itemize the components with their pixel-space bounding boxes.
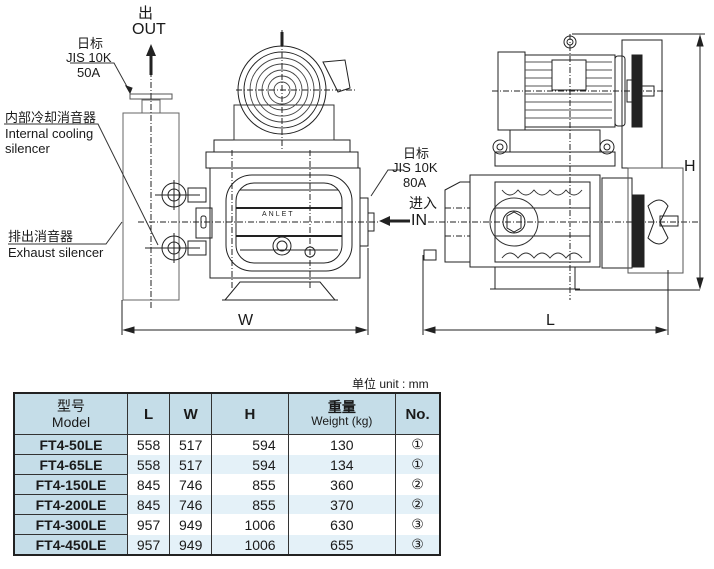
cell-h: 594 [211, 434, 289, 455]
header-model-en: Model [51, 414, 91, 430]
cell-h: 1006 [211, 514, 289, 535]
header-no: No. [395, 392, 441, 435]
header-l: L [126, 392, 171, 435]
outlet-flange-standard: JIS 10K [66, 50, 112, 65]
cell-no: ③ [395, 534, 441, 555]
table-row: FT4-300LE 957 949 1006 630 ③ [13, 514, 441, 535]
cell-model: FT4-200LE [13, 494, 128, 515]
table-row: FT4-150LE 845 746 855 360 ② [13, 474, 441, 495]
cell-w: 949 [169, 514, 213, 535]
header-weight: 重量 Weight (kg) [287, 392, 397, 435]
inlet-flange-cn: 日标 [403, 146, 430, 161]
cell-l: 845 [126, 474, 171, 495]
cell-l: 957 [126, 534, 171, 555]
header-model: 型号 Model [13, 392, 128, 435]
casing-label: ANLET [262, 211, 295, 218]
table-row: FT4-450LE 957 949 1006 655 ③ [13, 534, 441, 555]
cell-weight: 655 [287, 534, 397, 555]
side-view [422, 33, 705, 335]
internal-silencer-label-en-2: silencer [5, 141, 50, 156]
outlet-label-en: OUT [132, 21, 166, 38]
cell-model: FT4-65LE [13, 454, 128, 475]
cell-h: 594 [211, 454, 289, 475]
cell-w: 746 [169, 494, 213, 515]
cell-w: 949 [169, 534, 213, 555]
cell-model: FT4-300LE [13, 514, 128, 535]
table-row: FT4-200LE 845 746 855 370 ② [13, 494, 441, 515]
cell-weight: 630 [287, 514, 397, 535]
outlet-flange-cn: 日标 [77, 36, 104, 51]
dimension-label-l: L [546, 312, 555, 329]
cell-no: ② [395, 494, 441, 515]
cell-l: 845 [126, 494, 171, 515]
outlet-flange-size: 50A [77, 65, 101, 80]
cell-l: 558 [126, 454, 171, 475]
cell-weight: 130 [287, 434, 397, 455]
cell-weight: 370 [287, 494, 397, 515]
cell-no: ① [395, 434, 441, 455]
inlet-flange-standard: JIS 10K [392, 160, 438, 175]
cell-model: FT4-150LE [13, 474, 128, 495]
front-view [4, 30, 410, 335]
header-w: W [169, 392, 213, 435]
spec-table: 型号 Model L W H 重量 Weight (kg) No. FT4-50… [13, 392, 441, 556]
inlet-label-en: IN [411, 212, 427, 229]
table-row: FT4-65LE 558 517 594 134 ① [13, 454, 441, 475]
dimension-label-h: H [684, 158, 696, 175]
cell-model: FT4-50LE [13, 434, 128, 455]
cell-w: 746 [169, 474, 213, 495]
header-weight-en: Weight (kg) [311, 414, 373, 428]
cell-l: 558 [126, 434, 171, 455]
table-header-row: 型号 Model L W H 重量 Weight (kg) No. [13, 392, 441, 435]
cell-l: 957 [126, 514, 171, 535]
inlet-flange-size: 80A [403, 175, 427, 190]
header-weight-cn: 重量 [327, 399, 356, 415]
cell-weight: 360 [287, 474, 397, 495]
cell-no: ② [395, 474, 441, 495]
pump-outline-drawing: ANLET [4, 30, 705, 335]
cell-no: ③ [395, 514, 441, 535]
cell-h: 1006 [211, 534, 289, 555]
outlet-label-cn: 出 [138, 5, 154, 22]
exhaust-silencer-label-en: Exhaust silencer [8, 245, 104, 260]
unit-label: 单位 unit : mm [352, 377, 429, 391]
header-h: H [211, 392, 289, 435]
cell-w: 517 [169, 454, 213, 475]
dimension-label-w: W [238, 312, 254, 329]
internal-silencer-label-cn: 内部冷却消音器 [5, 110, 97, 125]
cell-w: 517 [169, 434, 213, 455]
cell-weight: 134 [287, 454, 397, 475]
internal-silencer-label-en-1: Internal cooling [5, 126, 94, 141]
table-row: FT4-50LE 558 517 594 130 ① [13, 434, 441, 455]
exhaust-silencer-label-cn: 排出消音器 [8, 229, 74, 244]
cell-h: 855 [211, 474, 289, 495]
header-model-cn: 型号 [57, 398, 85, 414]
cell-model: FT4-450LE [13, 534, 128, 555]
cell-h: 855 [211, 494, 289, 515]
inlet-label-cn: 进入 [409, 195, 437, 211]
cell-no: ① [395, 454, 441, 475]
